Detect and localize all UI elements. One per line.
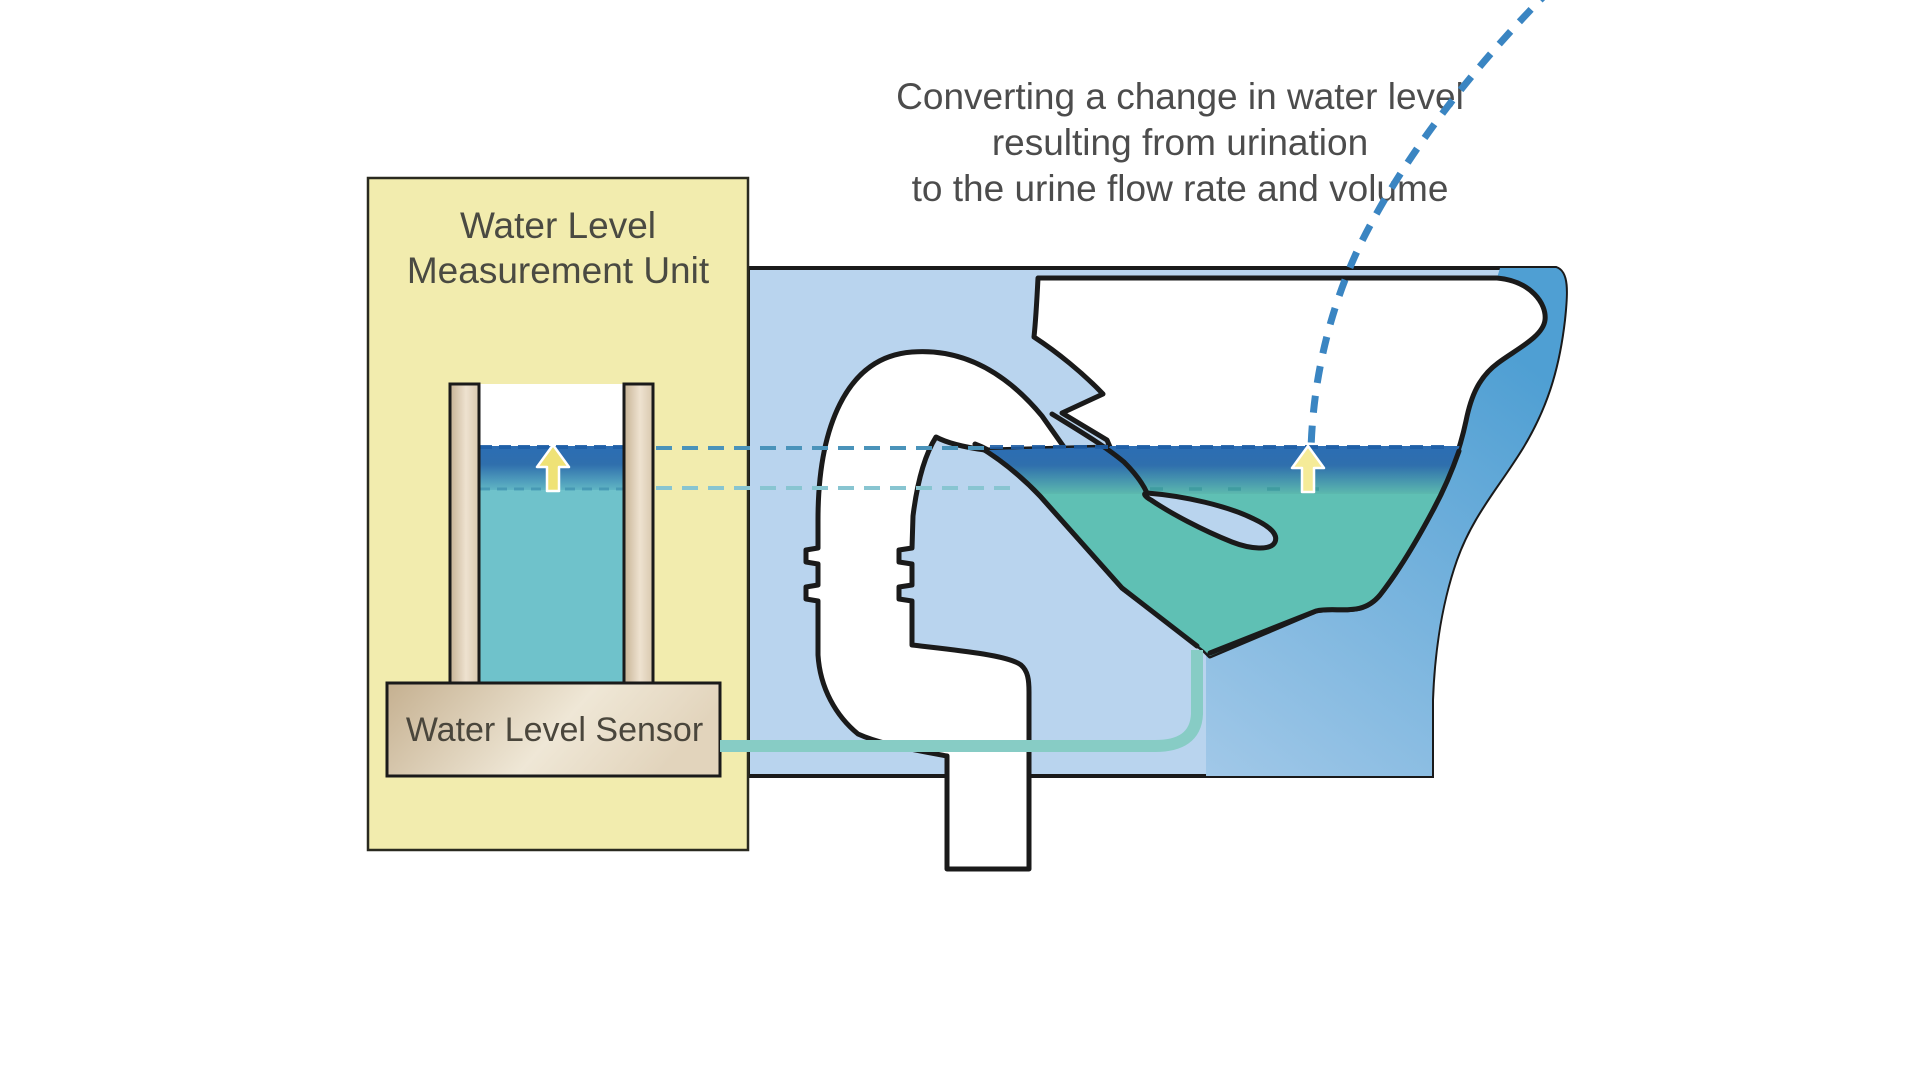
water-level-measurement-unit: [366, 176, 750, 852]
measurement-tube-air: [479, 384, 624, 448]
bowl-outlet-upper-edge: [1049, 411, 1150, 496]
bowl-outlet-flap: [1142, 490, 1279, 551]
diagram-title-line3: to the urine flow rate and volume: [911, 168, 1449, 209]
water-rise-arrow-icon: [1290, 444, 1326, 494]
diagram-title-line1: Converting a change in water level: [896, 76, 1464, 117]
bowl-floor-line: [975, 443, 1200, 649]
measurement-unit-label-line2: Measurement Unit: [406, 250, 710, 291]
measurement-tube-water: [479, 490, 624, 683]
sensor-box: [385, 681, 722, 778]
measurement-unit-label-line1: Water Level: [459, 205, 657, 246]
toilet-trapway: [803, 349, 1069, 872]
water-level-sensor-label: Water Level Sensor: [405, 710, 704, 749]
diagram-title-line2: resulting from urination: [991, 122, 1369, 163]
measurement-tube-post-left: [448, 382, 481, 686]
diagram-title: Converting a change in water level resul…: [820, 74, 1540, 212]
toilet-cross-section: [746, 266, 1568, 872]
measurement-tube-post-right: [622, 382, 655, 686]
measurement-unit-label: Water Level Measurement Unit: [368, 203, 748, 293]
sensor-tube: [720, 650, 1203, 752]
water-rise-arrow-icon: [535, 443, 571, 493]
bowl-inner-wall-line: [1207, 448, 1462, 656]
